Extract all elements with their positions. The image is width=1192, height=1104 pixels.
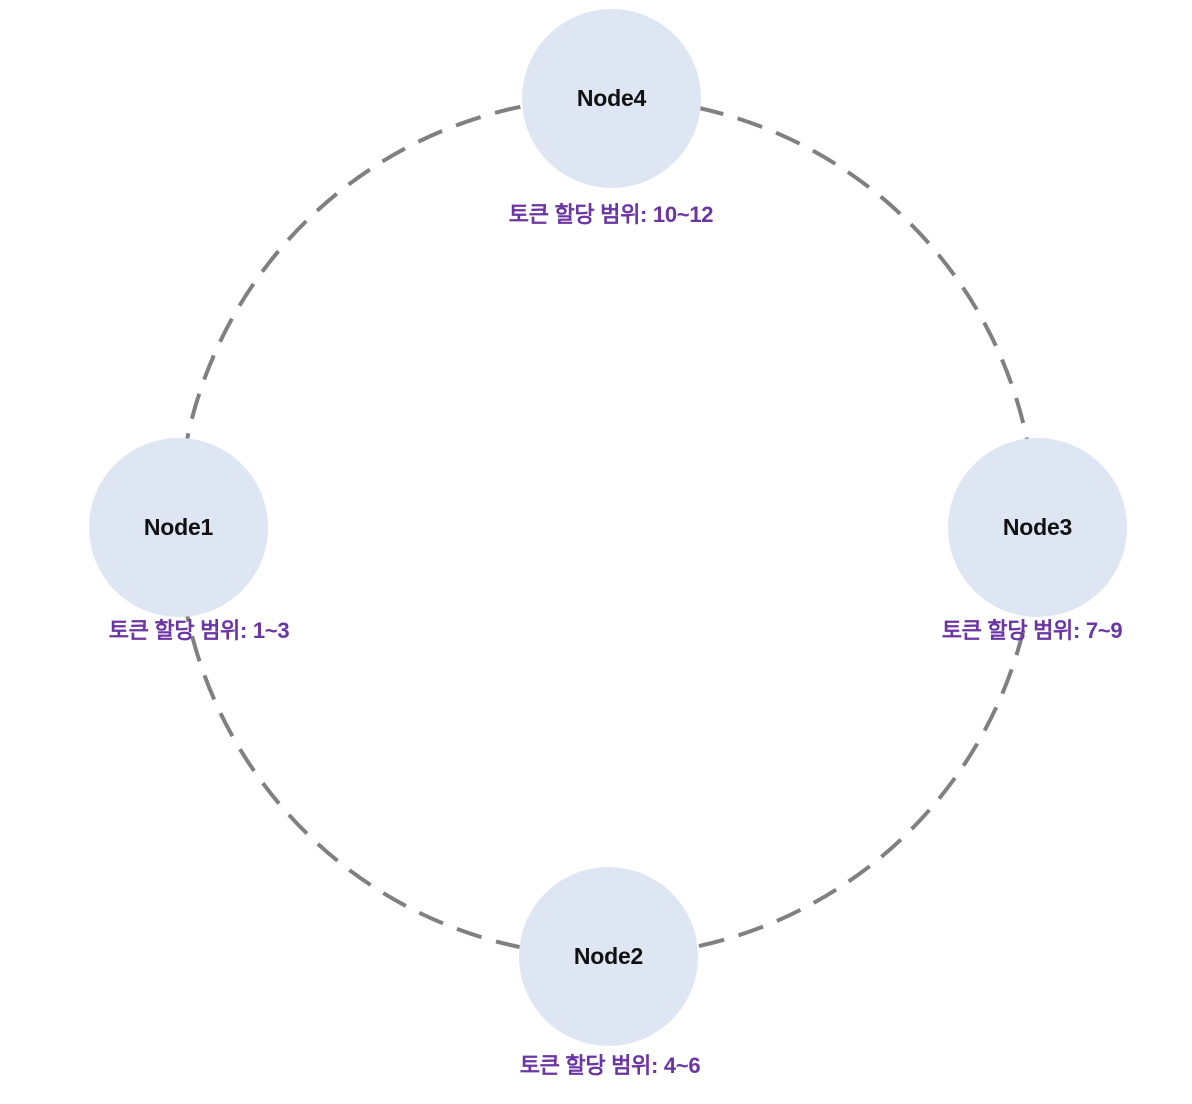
range-label-node2: 토큰 할당 범위: 4~6 xyxy=(519,1053,701,1078)
node-label-node3: Node3 xyxy=(1002,514,1073,540)
node-label-node4: Node4 xyxy=(576,85,647,111)
node-node1[interactable]: Node1 xyxy=(89,438,268,617)
range-label-node4: 토큰 할당 범위: 10~12 xyxy=(508,202,714,227)
node-node3[interactable]: Node3 xyxy=(948,438,1127,617)
node-label-node1: Node1 xyxy=(143,514,214,540)
node-node2[interactable]: Node2 xyxy=(519,867,698,1046)
range-label-node3: 토큰 할당 범위: 7~9 xyxy=(941,618,1123,643)
node-label-node2: Node2 xyxy=(573,943,644,969)
node-node4[interactable]: Node4 xyxy=(522,9,701,188)
range-label-node1: 토큰 할당 범위: 1~3 xyxy=(108,618,290,643)
